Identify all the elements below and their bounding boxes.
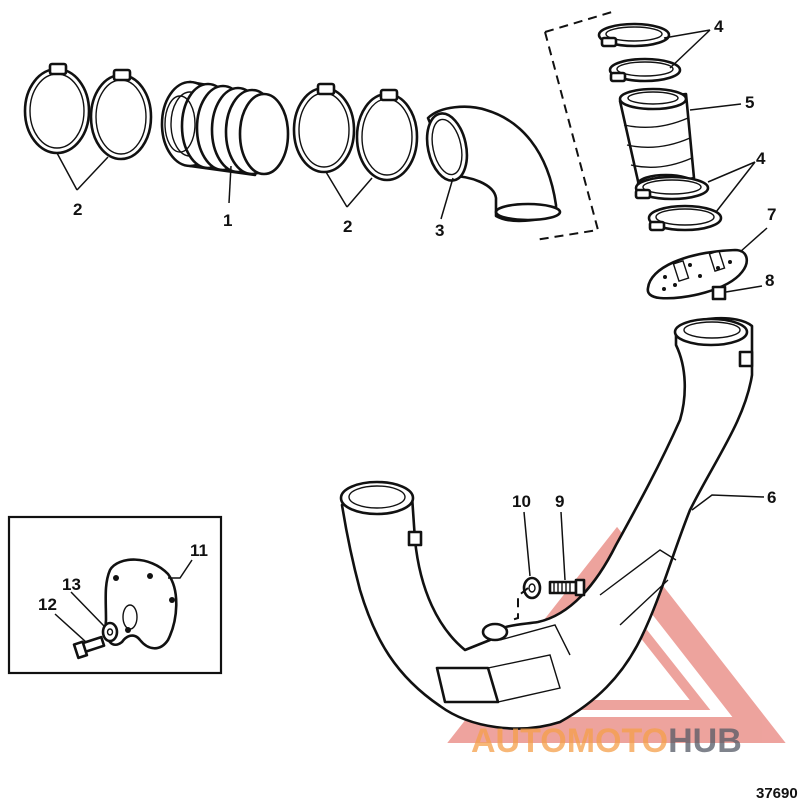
exhaust-pipe-6	[339, 316, 754, 730]
watermark-text: AUTOMOTOHUB	[471, 722, 742, 760]
washer-13	[101, 621, 119, 643]
callout-4-top: 4	[714, 17, 724, 36]
hose-clamp-2-left-b	[89, 68, 153, 161]
callout-3: 3	[435, 221, 444, 240]
callout-13: 13	[62, 575, 81, 594]
callout-2-right: 2	[343, 217, 352, 236]
watermark-moto: MOTO	[567, 722, 668, 760]
callout-12: 12	[38, 595, 57, 614]
inset-box	[7, 515, 223, 675]
watermark-auto: AUTO	[471, 722, 567, 760]
washer-10	[522, 576, 542, 600]
leader-lines	[54, 29, 768, 643]
group-bracket	[534, 11, 613, 241]
callout-9: 9	[555, 492, 564, 511]
callout-11: 11	[190, 541, 208, 560]
elbow-3	[425, 105, 562, 223]
watermark-hub: HUB	[668, 722, 742, 760]
hose-clamp-2-right-b	[355, 88, 419, 182]
figure-number: 37690	[756, 785, 798, 802]
screw-12	[72, 635, 106, 660]
hose-clamp-4-bottom	[634, 175, 723, 232]
screw-guide-dash	[511, 587, 529, 621]
bellows-1	[160, 80, 290, 177]
hose-clamp-2-right-a	[292, 82, 356, 174]
callout-1: 1	[223, 211, 232, 230]
callout-2-left: 2	[73, 200, 82, 219]
screw-9	[548, 578, 586, 597]
block-off-plate-11	[104, 558, 178, 650]
callout-10: 10	[512, 492, 531, 511]
hose-clamp-4-top	[597, 22, 682, 83]
callout-4-bottom: 4	[756, 149, 766, 168]
callout-7: 7	[767, 205, 776, 224]
callout-8: 8	[765, 271, 774, 290]
callout-5: 5	[745, 93, 754, 112]
hose-clamp-2-left-a	[23, 62, 91, 155]
block-8	[711, 285, 727, 301]
callout-6: 6	[767, 488, 776, 507]
